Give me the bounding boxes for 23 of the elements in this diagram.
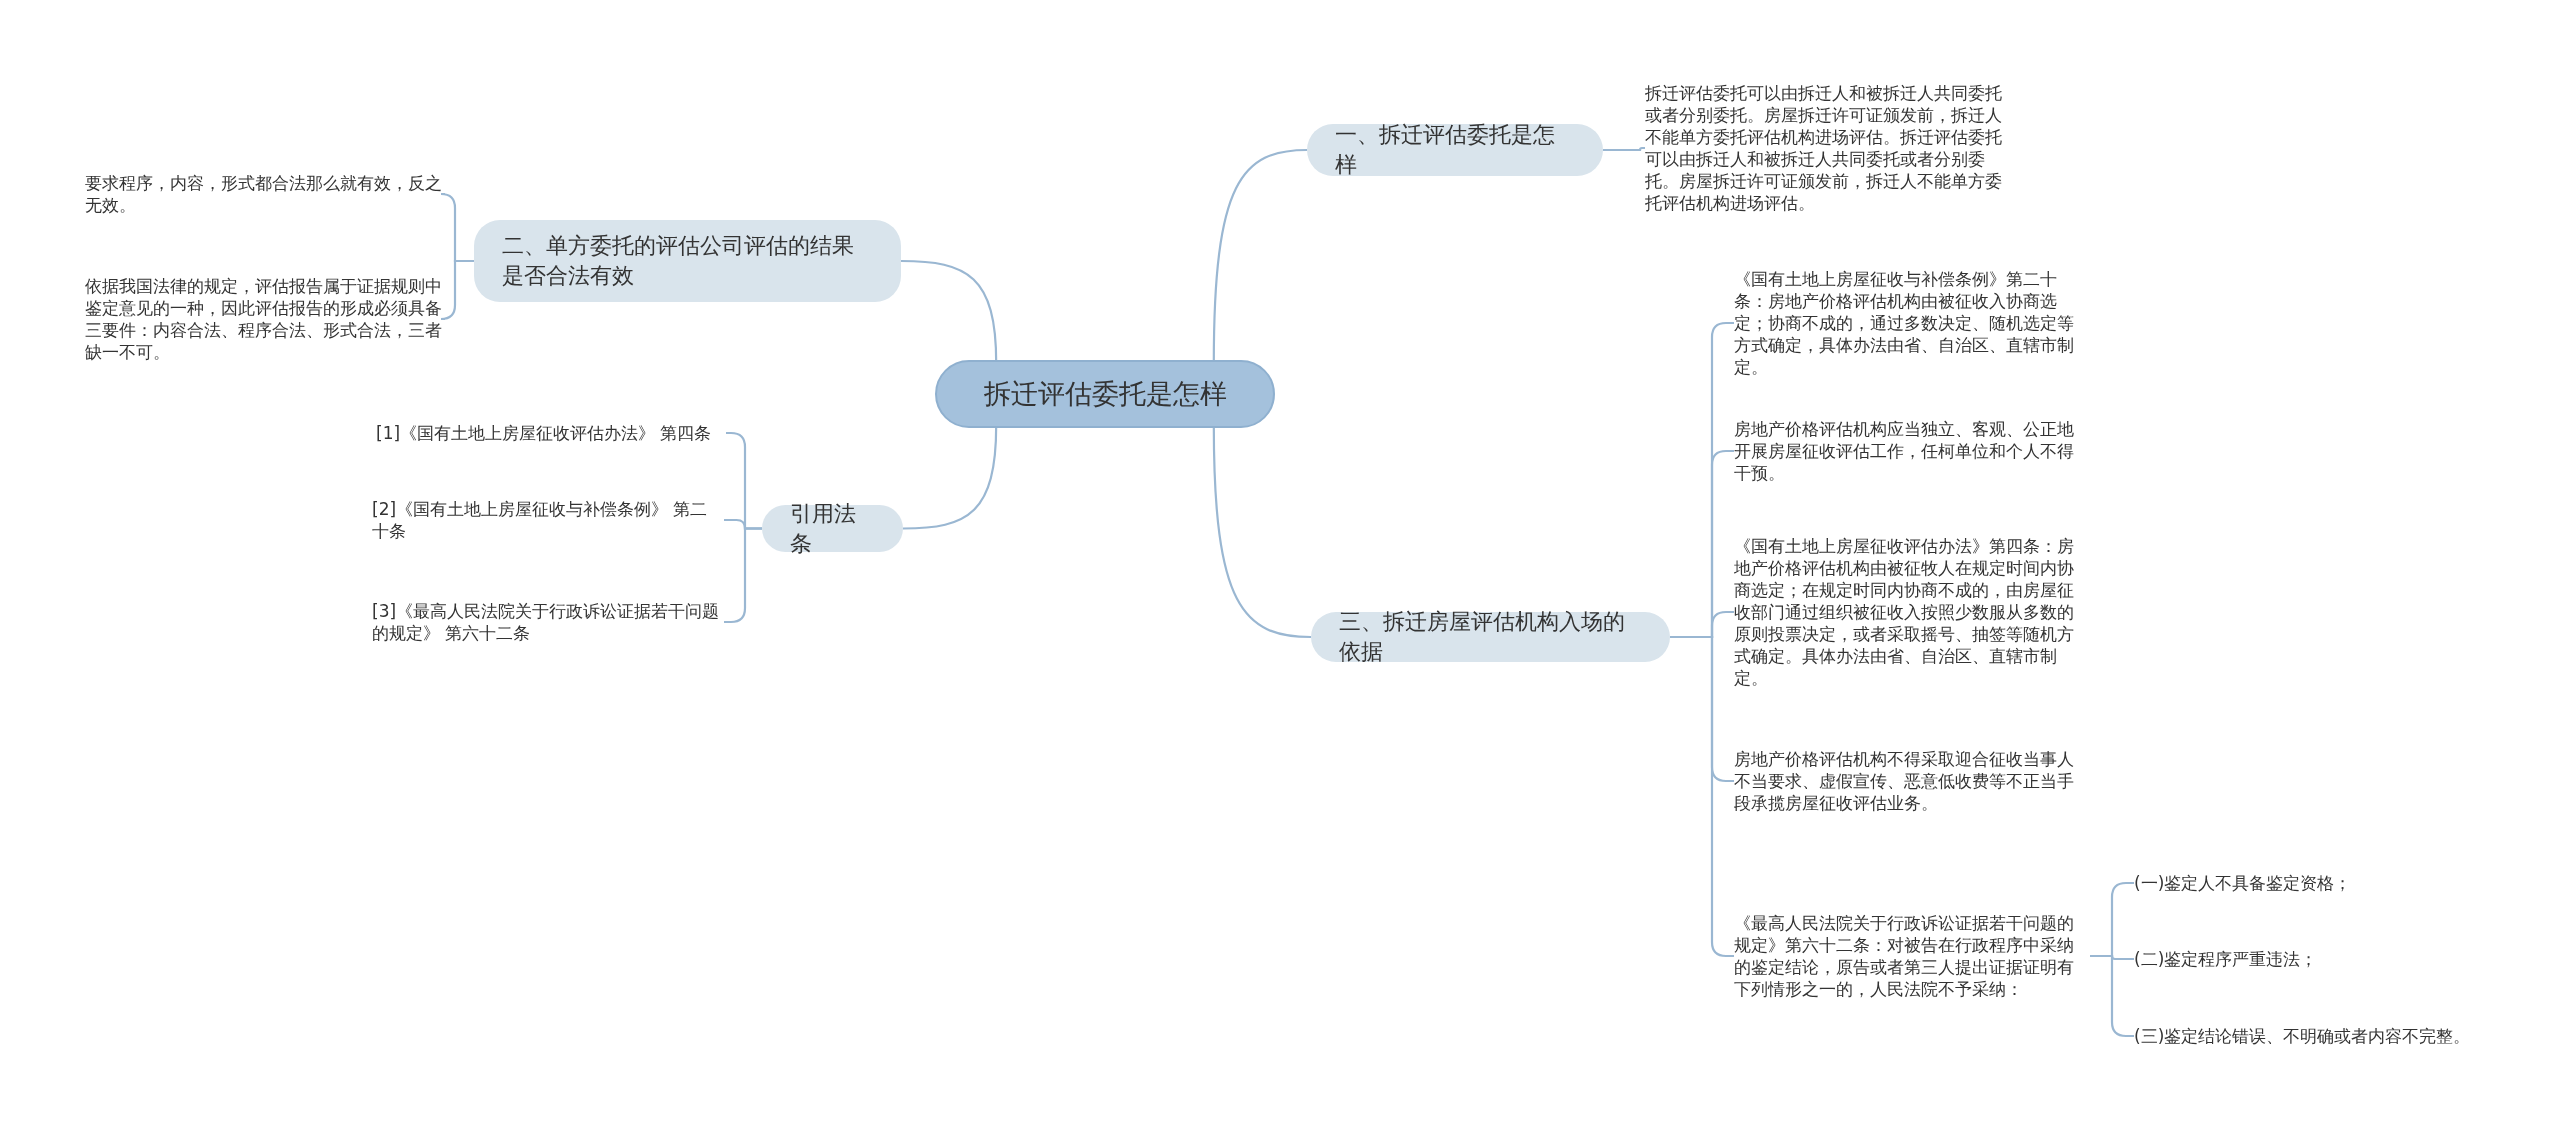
note-text: (一)鉴定人不具备鉴定资格； xyxy=(2134,872,2454,894)
note-text: 要求程序，内容，形式都合法那么就有效，反之无效。 xyxy=(85,172,445,216)
topic-box: 引用法条 xyxy=(762,505,903,552)
connector-line xyxy=(439,259,474,321)
note-text: [1]《国有土地上房屋征收评估办法》 第四条 xyxy=(376,422,726,444)
note-text: (二)鉴定程序严重违法； xyxy=(2134,948,2454,970)
connector-line xyxy=(1212,425,1312,639)
central-topic: 拆迁评估委托是怎样 xyxy=(935,360,1275,428)
topic-box: 三、拆迁房屋评估机构入场的依据 xyxy=(1311,612,1670,662)
connector-line xyxy=(1603,146,1645,152)
topic-box: 二、单方委托的评估公司评估的结果是否合法有效 xyxy=(474,220,901,302)
note-text: 房地产价格评估机构不得采取迎合征收当事人不当要求、虚假宣传、恶意低收费等不正当手段承揽房屋征收评估业务。 xyxy=(1734,748,2090,814)
note-text: 房地产价格评估机构应当独立、客观、公正地开展房屋征收评估工作，任柯单位和个人不得干预。 xyxy=(1734,418,2090,484)
topic-box: 一、拆迁评估委托是怎样 xyxy=(1307,124,1603,176)
note-text: [3]《最高人民法院关于行政诉讼证据若干问题的规定》 第六十二条 xyxy=(372,600,724,644)
note-text: 《国有土地上房屋征收评估办法》第四条：房地产价格评估机构由被征牧人在规定时间内协商选定；在规定时同内协商不成的，由房屋征收部门通过组织被征收入按照少数服从多数的原则投票决定，或者采取摇号、抽签等随机方式确定。具体办法由省、自治区、直辖市制定。 xyxy=(1734,535,2090,689)
note-text: [2]《国有土地上房屋征收与补偿条例》 第二十条 xyxy=(372,498,724,542)
note-text: 依据我国法律的规定，评估报告属于证据规则中鉴定意见的一种，因此评估报告的形成必须具备三要件：内容合法、程序合法、形式合法，三者缺一不可。 xyxy=(85,275,445,363)
connector-line xyxy=(1212,148,1308,363)
note-text: (三)鉴定结论错误、不明确或者内容不完整。 xyxy=(2134,1025,2514,1047)
note-text: 《国有土地上房屋征收与补偿条例》第二十条：房地产价格评估机构由被征收入协商选定；协商不成的，通过多数决定、随机选定等方式确定，具体办法由省、自治区、直辖市制定。 xyxy=(1734,268,2090,378)
note-text: 《最高人民法院关于行政诉讼证据若干问题的规定》第六十二条：对被告在行政程序中采纳的鉴定结论，原告或者第三人提出证据证明有下列情形之一的，人民法院不予采纳： xyxy=(1734,912,2090,1000)
note-text: 拆迁评估委托可以由拆迁人和被拆迁人共同委托或者分别委托。房屋拆迁许可证颁发前，拆迁人不能单方委托评估机构进场评估。拆迁评估委托可以由拆迁人和被拆迁人共同委托或者分别委托。房屋拆迁许可证颁发前，拆迁人不能单方委托评估机构进场评估。 xyxy=(1645,82,2005,214)
